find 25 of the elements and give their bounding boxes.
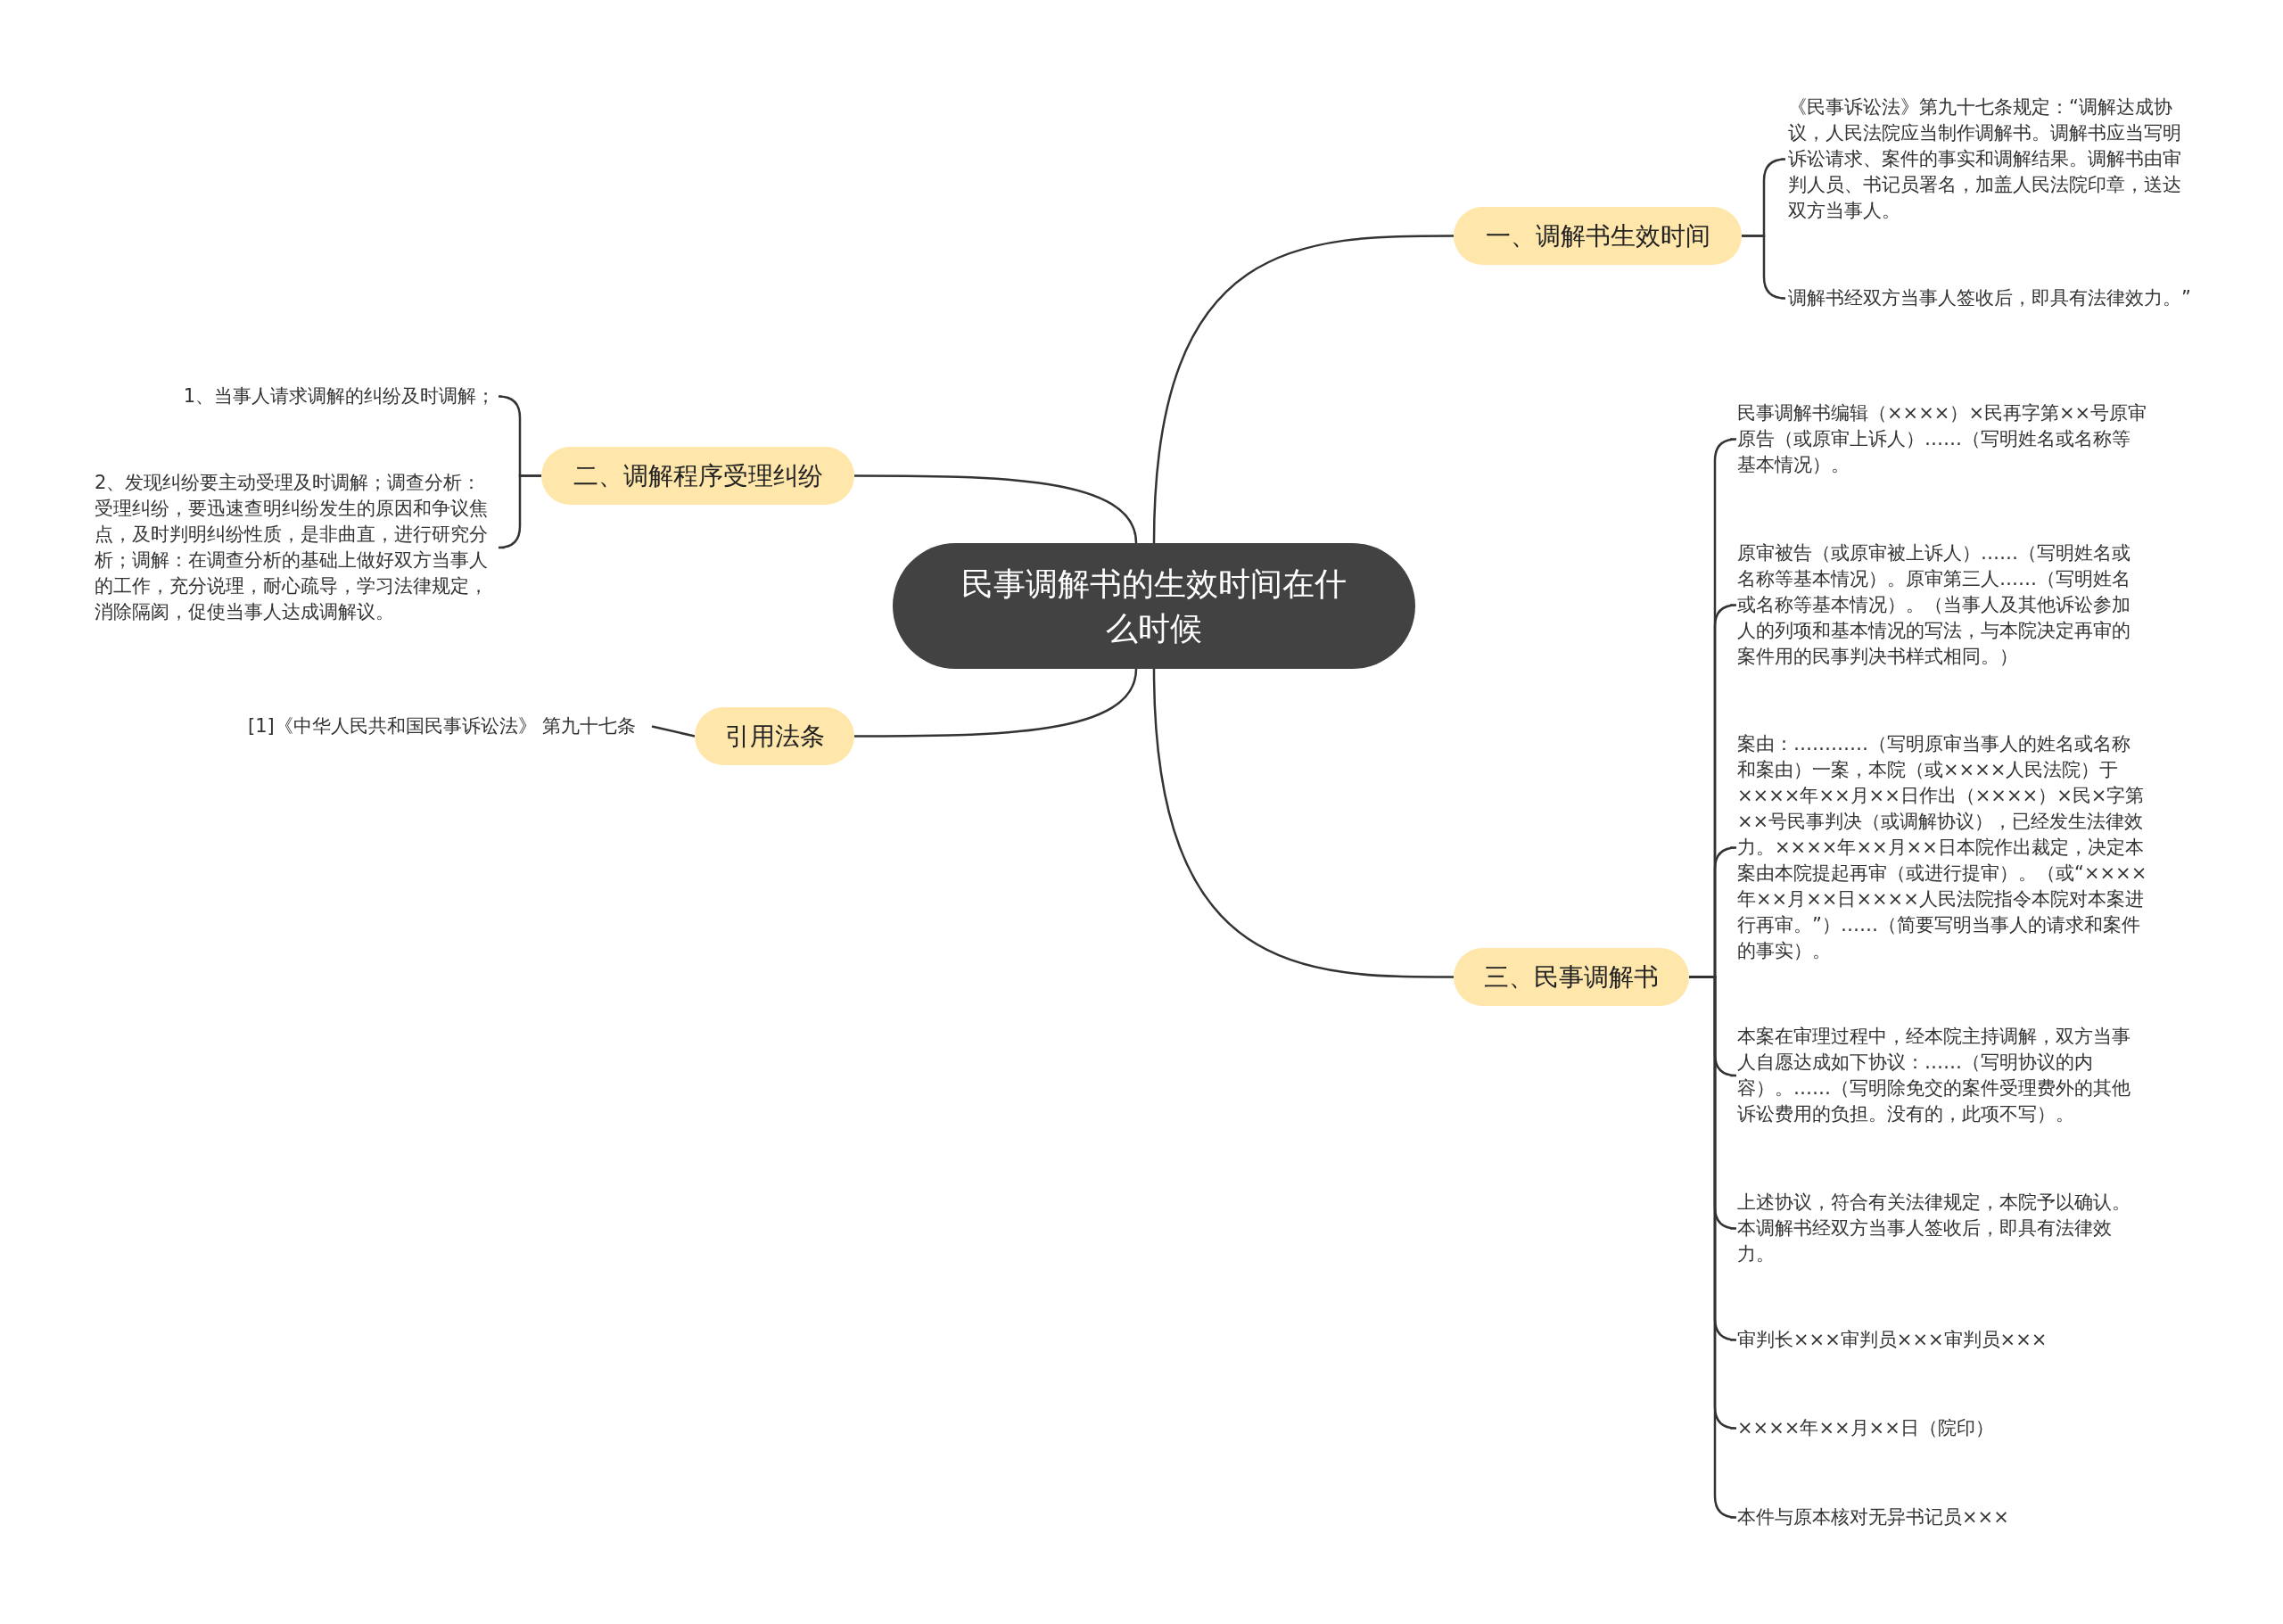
text-note: 调解书经双方当事人签收后，即具有法律效力。” <box>1788 285 2198 311</box>
text-note: 上述协议，符合有关法律规定，本院予以确认。本调解书经双方当事人签收后，即具有法律效力。 <box>1737 1190 2147 1267</box>
connector-line <box>1152 235 1454 544</box>
text-note: 1、当事人请求调解的纠纷及时调解； <box>183 383 495 409</box>
text-note: ××××年××月××日（院印） <box>1737 1415 2147 1441</box>
connector-line <box>854 474 1138 544</box>
connector-line <box>497 474 541 549</box>
central-topic: 民事调解书的生效时间在什么时候 <box>893 543 1415 669</box>
text-note: 案由：…………（写明原审当事人的姓名或名称和案由）一案，本院（或××××人民法院）于××××年××月××日作出（××××）×民×字第××号民事判决（或调解协议），已经发生法律效力。××××年××月××日本院作出裁定，决定本案由本院提起再审（或进行提审）。（或“××××年××月××日××××人民法院指令本院对本案进行再审。”）……（简要写明当事人的请求和案件的事实）。 <box>1737 731 2147 964</box>
topic-pill: 引用法条 <box>695 707 854 765</box>
text-note: 原审被告（或原审被上诉人）……（写明姓名或名称等基本情况）。原审第三人……（写明姓名或名称等基本情况）。（当事人及其他诉讼参加人的列项和基本情况的写法，与本院决定再审的案件用的民事判决书样式相同。） <box>1737 540 2147 670</box>
text-note: 《民事诉讼法》第九十七条规定：“调解达成协议，人民法院应当制作调解书。调解书应当写明诉讼请求、案件的事实和调解结果。调解书由审判人员、书记员署名，加盖人民法院印章，送达双方当事人。 <box>1788 95 2198 224</box>
topic-pill: 二、调解程序受理纠纷 <box>541 447 854 505</box>
text-note: [1]《中华人民共和国民事诉讼法》 第九十七条 <box>248 713 645 739</box>
connector-line <box>854 668 1138 738</box>
text-note: 2、发现纠纷要主动受理及时调解；调查分析：受理纠纷，要迅速查明纠纷发生的原因和争议焦点，及时判明纠纷性质，是非曲直，进行研究分析；调解：在调查分析的基础上做好双方当事人的工作，充分说理，耐心疏导，学习法律规定，消除隔阂，促使当事人达成调解议。 <box>95 470 498 625</box>
connector-line <box>1152 668 1454 978</box>
topic-pill: 一、调解书生效时间 <box>1454 207 1742 265</box>
text-note: 审判长×××审判员×××审判员××× <box>1737 1327 2147 1353</box>
text-note: 本案在审理过程中，经本院主持调解，双方当事人自愿达成如下协议：……（写明协议的内容）。……（写明除免交的案件受理费外的其他诉讼费用的负担。没有的，此项不写）。 <box>1737 1024 2147 1127</box>
connector-line <box>1742 235 1787 300</box>
topic-pill: 三、民事调解书 <box>1454 948 1689 1006</box>
text-note: 民事调解书编辑（××××）×民再字第××号原审原告（或原审上诉人）……（写明姓名或名称等基本情况）。 <box>1737 400 2147 478</box>
text-note: 本件与原本核对无异书记员××× <box>1737 1504 2147 1530</box>
connector-line <box>651 725 696 738</box>
